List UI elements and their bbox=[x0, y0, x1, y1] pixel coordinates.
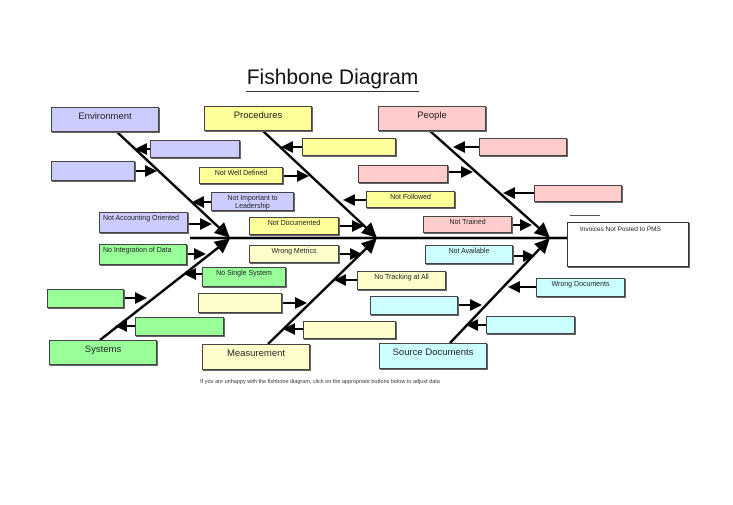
cause-box-empty[interactable] bbox=[302, 138, 396, 156]
cause-box-empty[interactable] bbox=[479, 138, 567, 156]
footer-instructions: If you are unhappy with the fishbone dia… bbox=[200, 379, 440, 385]
cause-box[interactable]: Wrong Documents bbox=[536, 278, 625, 297]
cause-box-empty[interactable] bbox=[486, 316, 575, 334]
cause-box[interactable]: Not Available bbox=[425, 245, 513, 264]
cause-box[interactable]: Not Documented bbox=[249, 217, 339, 235]
bone-people bbox=[429, 130, 550, 238]
effect-label-line bbox=[570, 215, 600, 216]
cause-box-empty[interactable] bbox=[358, 165, 448, 183]
cause-box[interactable]: Not Trained bbox=[423, 216, 512, 233]
cause-box[interactable]: Not Followed bbox=[366, 191, 455, 208]
cause-box-empty[interactable] bbox=[370, 296, 458, 315]
cause-box-empty[interactable] bbox=[198, 293, 282, 313]
cause-box-empty[interactable] bbox=[150, 140, 240, 158]
cause-box[interactable]: Wrong Metrics bbox=[249, 245, 339, 263]
cause-box[interactable]: No Integration of Data bbox=[99, 244, 187, 265]
category-people[interactable]: People bbox=[378, 106, 486, 131]
cause-box-empty[interactable] bbox=[534, 185, 622, 202]
category-source-documents[interactable]: Source Documents bbox=[379, 343, 487, 369]
cause-box-empty[interactable] bbox=[51, 161, 135, 181]
category-procedures[interactable]: Procedures bbox=[204, 106, 312, 131]
effect-box[interactable]: Invoices Not Posted to PMS bbox=[567, 222, 689, 267]
cause-box[interactable]: No Tracking at All bbox=[357, 271, 446, 290]
cause-box-empty[interactable] bbox=[303, 321, 396, 339]
cause-box[interactable]: Not Accounting Oriented bbox=[99, 212, 188, 233]
category-environment[interactable]: Environment bbox=[51, 107, 159, 132]
cause-box[interactable]: Not Well Defined bbox=[199, 167, 283, 184]
cause-box-empty[interactable] bbox=[135, 317, 224, 336]
cause-box-empty[interactable] bbox=[47, 289, 124, 308]
cause-box[interactable]: Not Important to Leadership bbox=[211, 192, 294, 211]
category-systems[interactable]: Systems bbox=[49, 340, 157, 365]
title-underline bbox=[246, 91, 419, 92]
cause-box[interactable]: No Single System bbox=[202, 267, 286, 287]
category-measurement[interactable]: Measurement bbox=[202, 344, 310, 370]
diagram-title: Fishbone Diagram bbox=[246, 66, 419, 89]
